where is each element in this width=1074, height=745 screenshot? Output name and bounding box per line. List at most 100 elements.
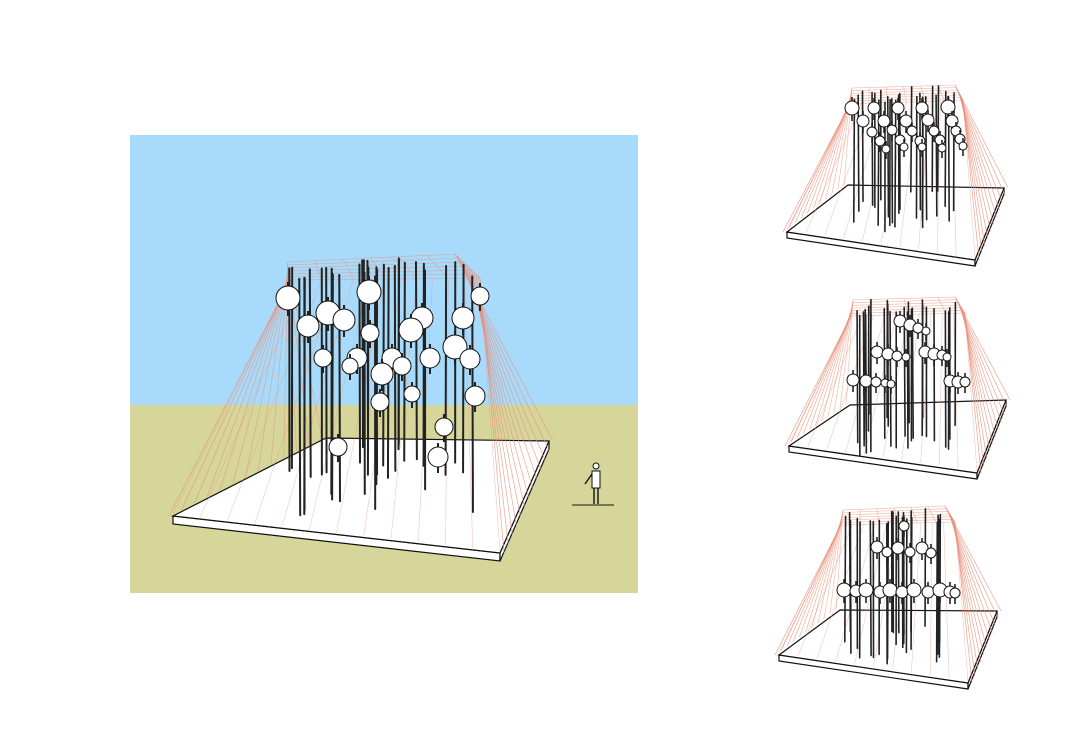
pole (462, 263, 465, 474)
bracing-line (805, 103, 862, 233)
sphere (921, 113, 935, 127)
bracing-line (955, 86, 1006, 196)
bracing-line (475, 273, 513, 535)
bracing-line (479, 277, 501, 552)
spheres (836, 517, 961, 604)
sphere (891, 350, 903, 362)
sphere (870, 345, 884, 359)
bracing-line (939, 313, 943, 466)
bracing-line (807, 315, 863, 447)
bracing-line (954, 521, 969, 682)
main-scene (130, 135, 638, 593)
pole (303, 277, 306, 516)
sphere (419, 347, 441, 369)
bracing-line (199, 279, 307, 518)
pole (894, 99, 897, 228)
sphere (856, 114, 870, 128)
pole (935, 94, 938, 217)
bracing-line (819, 94, 852, 204)
sphere (899, 142, 909, 152)
bracing-line (774, 524, 842, 656)
bracing-line (821, 306, 853, 422)
platform-top (170, 437, 550, 554)
sphere (906, 125, 918, 137)
roof-grid-line (289, 273, 476, 278)
bracing-line (827, 304, 853, 418)
sphere (867, 101, 881, 115)
pole (897, 511, 900, 634)
sphere (904, 546, 916, 558)
sphere (356, 279, 382, 305)
sphere (958, 141, 968, 151)
sphere (895, 585, 909, 599)
sphere (877, 114, 891, 128)
sphere (459, 348, 481, 370)
sphere (434, 417, 454, 437)
bracing-line (473, 271, 517, 526)
sphere (341, 357, 359, 375)
sphere (360, 323, 380, 343)
main-spheres (275, 276, 490, 473)
sphere (881, 144, 891, 154)
sphere (912, 322, 924, 334)
sphere (945, 114, 959, 128)
sphere (392, 356, 412, 376)
bracing-line (823, 512, 843, 620)
sphere (870, 540, 884, 554)
sphere (470, 286, 490, 306)
pole (852, 98, 856, 223)
sphere (921, 585, 935, 599)
figure-arm (584, 473, 593, 485)
bracing-line (835, 509, 844, 611)
bracing-line (181, 278, 291, 510)
pole (883, 307, 886, 440)
sphere (898, 520, 910, 532)
bracing-line (445, 278, 449, 545)
variant-middle (784, 296, 1011, 480)
sphere (886, 379, 896, 389)
sphere (846, 373, 860, 387)
bracing-line (957, 89, 1000, 210)
pole (891, 98, 894, 224)
bracing-line (811, 515, 843, 629)
sphere (451, 306, 475, 330)
human-figure (572, 462, 614, 506)
pole (298, 277, 302, 517)
bracing-line (817, 514, 843, 624)
sphere (915, 541, 929, 555)
bracing-line (964, 312, 982, 474)
bracing-line (809, 309, 853, 430)
sphere (370, 362, 394, 386)
pole (938, 513, 942, 643)
sphere (886, 124, 898, 136)
roof-grid-line (850, 97, 962, 102)
sphere (296, 314, 320, 338)
bracing-line (206, 275, 290, 497)
sphere (442, 334, 468, 360)
sphere (874, 135, 886, 147)
bracing-line (954, 84, 1009, 189)
bracing-line (784, 315, 852, 447)
bracing-line (782, 103, 851, 233)
bracing-line (833, 303, 853, 414)
sphere (899, 114, 913, 128)
pole (903, 306, 906, 437)
sphere (464, 385, 486, 407)
bracing-line (815, 307, 853, 426)
pole (444, 264, 448, 476)
main-platform (170, 437, 550, 562)
sphere (940, 99, 956, 115)
bracing-lines (782, 84, 1009, 261)
figure-body (591, 470, 601, 489)
bracing-line (962, 99, 980, 261)
bracing-line (964, 312, 978, 472)
figure-head (592, 462, 600, 470)
sphere (844, 100, 860, 116)
sphere (313, 348, 333, 368)
sphere (328, 437, 348, 457)
bracing-line (469, 267, 525, 507)
bracing-line (956, 87, 1003, 203)
bracing-line (232, 272, 290, 484)
variant-top (782, 84, 1009, 267)
